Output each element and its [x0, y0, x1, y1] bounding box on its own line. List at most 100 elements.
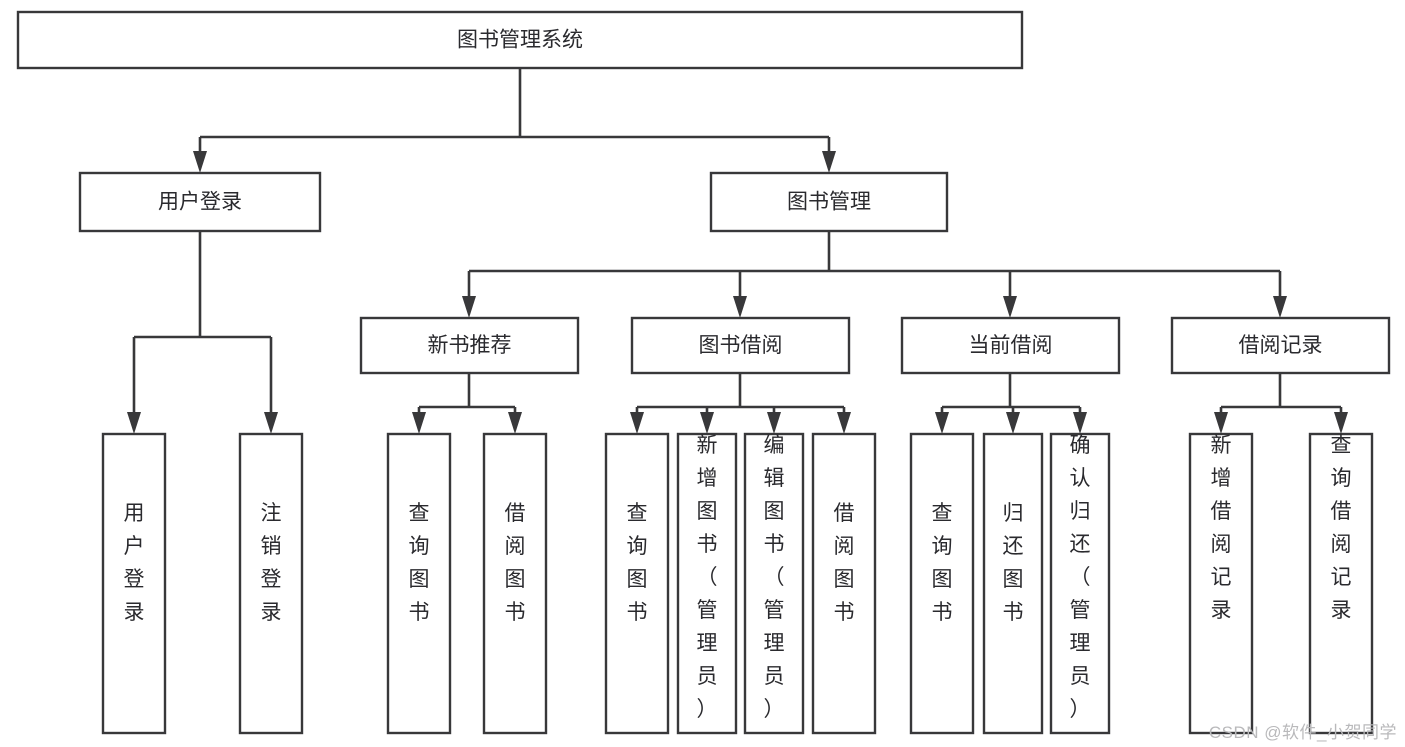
node-label: 当前借阅 [969, 334, 1053, 357]
node-label-char: 书 [505, 601, 526, 624]
node-label: 用户登录 [158, 191, 242, 214]
node-box[interactable] [900, 316, 1121, 375]
node-box[interactable] [909, 432, 975, 735]
node-label-char: 书 [409, 601, 430, 624]
node-label-char: 借 [505, 502, 526, 525]
arrow-to-leaf-5 [700, 407, 714, 434]
node-label-char: 查 [627, 502, 648, 525]
node-label-char: 阅 [505, 535, 526, 558]
node-label-char: ） [1070, 698, 1091, 721]
node-label: 借阅记录 [1239, 334, 1323, 357]
arrow-to-leaf-2 [412, 407, 426, 434]
arrow-to-leaf-7 [837, 407, 851, 434]
node-label-char: 询 [627, 535, 648, 558]
node-label-char: 阅 [1211, 533, 1232, 556]
connector-book-manage-to-l2 [469, 231, 1280, 273]
arrow-to-leaf-4 [630, 407, 644, 434]
node-label-char: ） [764, 698, 785, 721]
node-label-char: 书 [1003, 601, 1024, 624]
arrow-head-icon [264, 412, 278, 434]
node-label-char: 新 [697, 434, 718, 457]
node-label-char: 归 [1070, 500, 1091, 523]
connectors-layer [127, 68, 1348, 434]
node-box[interactable] [78, 171, 322, 233]
arrow-head-icon [127, 412, 141, 434]
node-label: 图书管理 [787, 191, 871, 214]
node-current-borrow[interactable]: 当前借阅 [900, 316, 1121, 375]
node-box[interactable] [1170, 316, 1391, 375]
node-label-char: 书 [932, 601, 953, 624]
node-label-char: 借 [834, 502, 855, 525]
connector-root-to-l1 [200, 68, 829, 139]
node-box[interactable] [630, 316, 851, 375]
connector-currentborrow-to-leaves [942, 373, 1080, 409]
node-label-char: 录 [1331, 599, 1352, 622]
node-borrow-record[interactable]: 借阅记录 [1170, 316, 1391, 375]
node-box[interactable] [743, 432, 805, 735]
node-label-char: 录 [1211, 599, 1232, 622]
node-box[interactable] [1308, 432, 1374, 735]
arrow-root-to-level1-1 [822, 137, 836, 173]
arrow-head-icon [822, 151, 836, 173]
node-label-char: 还 [1070, 533, 1091, 556]
node-book-borrow[interactable]: 图书借阅 [630, 316, 851, 375]
node-label-char: 员 [697, 665, 718, 688]
node-box[interactable] [359, 316, 580, 375]
node-label-char: 录 [124, 601, 145, 624]
node-root-system[interactable]: 图书管理系统 [16, 10, 1024, 70]
node-label-char: 登 [261, 568, 282, 591]
node-label-char: 记 [1331, 566, 1352, 589]
node-label-char: （ [764, 566, 785, 589]
arrow-head-icon [1006, 412, 1020, 434]
arrow-head-icon [1003, 296, 1017, 318]
node-box[interactable] [982, 432, 1044, 735]
node-user-login[interactable]: 用户登录 [78, 171, 322, 233]
arrow-to-leaf-12 [1334, 407, 1348, 434]
node-box[interactable] [1188, 432, 1254, 735]
arrow-head-icon [837, 412, 851, 434]
node-new-book-recommend[interactable]: 新书推荐 [359, 316, 580, 375]
node-box[interactable] [16, 10, 1024, 70]
node-box[interactable] [676, 432, 738, 735]
node-label-char: 管 [697, 599, 718, 622]
arrow-head-icon [767, 412, 781, 434]
arrow-head-icon [412, 412, 426, 434]
node-book-manage[interactable]: 图书管理 [709, 171, 949, 233]
node-box[interactable] [1049, 432, 1111, 735]
node-label-char: 图 [505, 568, 526, 591]
node-label-char: （ [697, 566, 718, 589]
node-label-char: 阅 [1331, 533, 1352, 556]
node-box[interactable] [482, 432, 548, 735]
node-box[interactable] [101, 432, 167, 735]
node-label-char: 编 [764, 434, 785, 457]
node-box[interactable] [238, 432, 304, 735]
node-box[interactable] [386, 432, 452, 735]
arrow-head-icon [630, 412, 644, 434]
node-box[interactable] [604, 432, 670, 735]
connector-newbook-to-leaves [419, 373, 515, 409]
arrow-head-icon [935, 412, 949, 434]
node-label-char: 图 [627, 568, 648, 591]
connector-borrowrecord-to-leaves [1221, 373, 1341, 409]
node-label-char: 查 [932, 502, 953, 525]
node-label-char: 用 [124, 502, 145, 525]
node-box[interactable] [811, 432, 877, 735]
node-box[interactable] [709, 171, 949, 233]
arrow-to-leaf-11 [1214, 407, 1228, 434]
node-leaf-user-login[interactable]: 用户登录 [101, 432, 167, 735]
connector-bookborrow-to-leaves [637, 373, 844, 409]
